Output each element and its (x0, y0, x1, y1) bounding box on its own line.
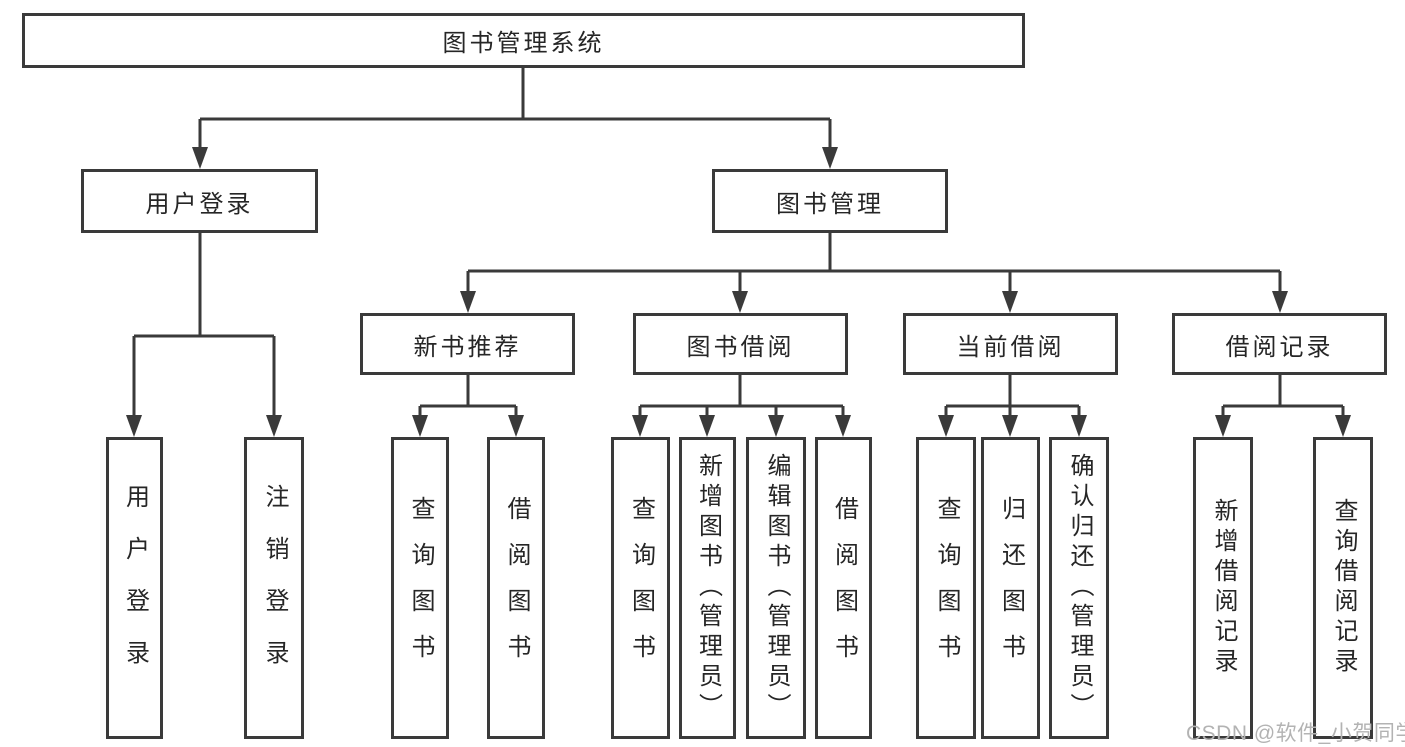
node-label: 编辑图书（管理员） (763, 453, 789, 723)
leaf-query-books-recommend: 查询图书 (391, 437, 449, 739)
connector-login-children (126, 233, 282, 437)
leaf-query-borrow-record: 查询借阅记录 (1313, 437, 1373, 739)
leaf-edit-book-admin: 编辑图书（管理员） (746, 437, 806, 739)
node-label: 图书管理 (776, 191, 884, 218)
node-book-borrowing: 图书借阅 (633, 313, 848, 375)
connector-borrow-children (632, 375, 851, 437)
node-label: 借阅图书 (503, 496, 529, 680)
connector-current-children (938, 375, 1087, 437)
node-user-login-module: 用户登录 (81, 169, 318, 233)
csdn-watermark: CSDN @软件_小贺同学 (1186, 722, 1405, 745)
connector-records-children (1215, 375, 1351, 437)
leaf-add-book-admin: 新增图书（管理员） (679, 437, 736, 739)
leaf-user-login: 用户登录 (106, 437, 163, 739)
node-label: 图书管理系统 (442, 31, 605, 57)
leaf-add-borrow-record: 新增借阅记录 (1193, 437, 1253, 739)
connector-recommend-children (412, 375, 524, 437)
leaf-query-books-borrow: 查询图书 (611, 437, 670, 739)
leaf-logout: 注销登录 (244, 437, 304, 739)
node-label: 查询借阅记录 (1330, 498, 1356, 678)
node-label: 新书推荐 (413, 334, 522, 361)
leaf-confirm-return-admin: 确认归还（管理员） (1049, 437, 1109, 739)
node-label: 查询图书 (407, 496, 433, 680)
node-new-book-recommendation: 新书推荐 (360, 313, 575, 375)
node-borrowing-records: 借阅记录 (1172, 313, 1387, 375)
node-label: 查询图书 (627, 496, 654, 680)
node-label: 用户登录 (145, 191, 254, 218)
node-label: 用户登录 (121, 484, 148, 692)
node-label: 新增图书（管理员） (694, 453, 721, 723)
node-label: 注销登录 (261, 484, 287, 692)
leaf-return-book: 归还图书 (981, 437, 1040, 739)
node-label: 归还图书 (997, 496, 1024, 680)
node-book-management-module: 图书管理 (712, 169, 948, 233)
leaf-borrow-books-recommend: 借阅图书 (487, 437, 545, 739)
node-label: 借阅图书 (830, 496, 857, 680)
node-label: 借阅记录 (1225, 334, 1334, 361)
node-current-borrowing: 当前借阅 (903, 313, 1118, 375)
connector-mgmt-to-level3 (460, 233, 1288, 313)
node-library-management-system: 图书管理系统 (22, 13, 1025, 68)
leaf-query-books-current: 查询图书 (916, 437, 976, 739)
node-label: 查询图书 (933, 496, 959, 680)
node-label: 确认归还（管理员） (1066, 453, 1092, 723)
leaf-borrow-books: 借阅图书 (815, 437, 872, 739)
node-label: 图书借阅 (686, 334, 795, 361)
node-label: 当前借阅 (956, 334, 1065, 361)
connector-root-to-level2 (192, 68, 838, 169)
node-label: 新增借阅记录 (1210, 498, 1236, 678)
